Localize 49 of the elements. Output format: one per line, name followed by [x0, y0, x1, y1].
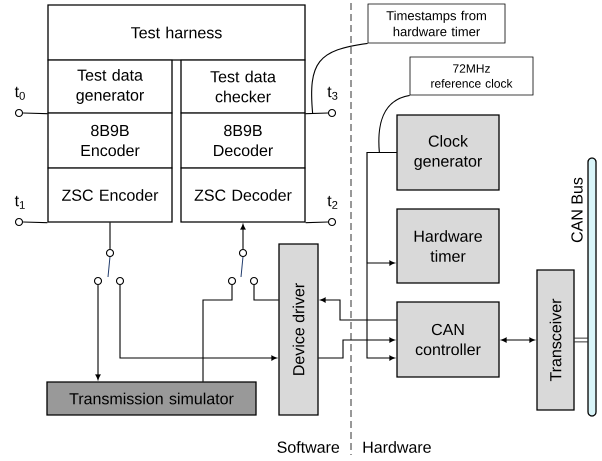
block-box: Test data checker: [180, 59, 306, 114]
bus-label: CAN Bus: [571, 178, 583, 242]
region-label: Hardware: [364, 441, 431, 453]
arrow: [501, 337, 535, 343]
leader-line: [311, 42, 368, 114]
simulator-box: Transmission simulator: [46, 381, 257, 416]
bus-connection: [574, 338, 588, 342]
region-label: Software: [277, 441, 340, 453]
block-box: Test data generator: [47, 59, 173, 114]
terminal-circle: [228, 276, 236, 286]
terminal-circle: [328, 108, 336, 118]
connector-line: [109, 222, 111, 249]
transceiver-box: Transceiver: [536, 269, 575, 411]
connector-line: [202, 285, 233, 382]
arrow: [95, 285, 101, 380]
connector-line: [23, 112, 48, 114]
terminal-circle: [238, 248, 248, 258]
connector-line: [306, 112, 328, 114]
driver-box: Device driver: [278, 243, 319, 416]
block-box: ZSC Decoder: [180, 167, 306, 223]
terminal-label: t$_{0}$: [14, 86, 25, 100]
connector-line: [306, 221, 328, 224]
arrow: [366, 152, 396, 361]
terminal-label: t$_{3}$: [327, 86, 338, 100]
arrow: [119, 285, 277, 361]
block-box: 8B9B Encoder: [47, 112, 173, 169]
bus-bar: [587, 157, 597, 417]
hardware-box: CAN controller: [396, 301, 500, 378]
terminal-circle: [14, 108, 24, 118]
arrow: [318, 337, 395, 359]
block-box: ZSC Encoder: [47, 167, 173, 223]
connector-line: [23, 221, 48, 224]
connector-line: [253, 285, 278, 301]
hardware-box: Clock generator: [396, 114, 500, 191]
arrow: [240, 224, 246, 249]
hardware-box: Hardware timer: [396, 208, 500, 284]
terminal-label: t$_{2}$: [327, 196, 338, 209]
callout-box: Timestamps from hardware timer: [368, 4, 506, 44]
callout-box: 72MHz reference clock: [410, 56, 534, 96]
terminal-circle: [250, 276, 258, 286]
terminal-circle: [116, 276, 124, 286]
terminal-circle: [14, 218, 24, 226]
terminal-circle: [94, 276, 102, 286]
terminal-circle: [328, 218, 336, 226]
block-box: 8B9B Decoder: [180, 112, 306, 169]
arrow: [320, 297, 396, 321]
terminal-label: t$_{1}$: [14, 196, 25, 209]
leader-line: [378, 94, 410, 153]
terminal-circle: [106, 248, 114, 258]
